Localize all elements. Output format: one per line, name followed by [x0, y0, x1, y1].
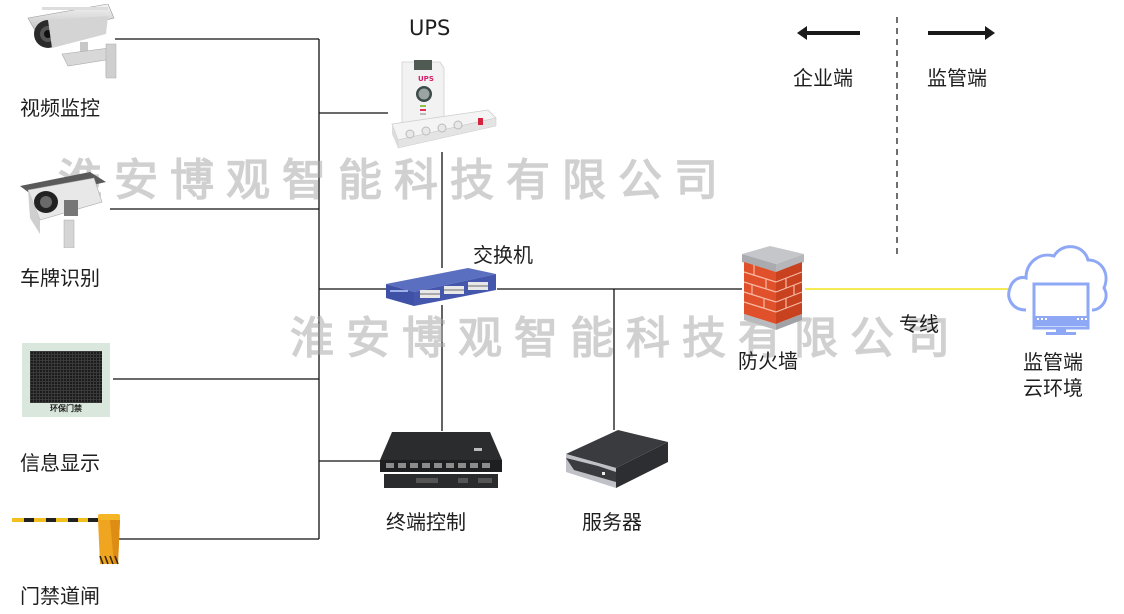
- info-display-label: 信息显示: [20, 451, 100, 475]
- cloud-node[interactable]: [1004, 238, 1112, 338]
- firewall-icon: [742, 246, 804, 330]
- dedicated-line-label: 专线: [899, 312, 939, 336]
- box-camera-icon: [20, 172, 106, 249]
- network-switch-icon: [386, 268, 496, 306]
- arrow-left-icon: [797, 26, 860, 40]
- bullet-camera-icon: [27, 3, 117, 79]
- gate-barrier-node[interactable]: [10, 512, 122, 568]
- arrow-right-icon: [928, 26, 995, 40]
- legend-enterprise-label: 企业端: [793, 66, 853, 90]
- video-surveillance-label: 视频监控: [20, 96, 100, 120]
- switch-node[interactable]: [384, 264, 498, 310]
- cloud-label-line1: 监管端: [1023, 350, 1083, 374]
- barrier-gate-icon: [12, 514, 120, 565]
- terminal-control-label: 终端控制: [386, 510, 466, 534]
- terminal-control-node[interactable]: [378, 430, 502, 492]
- cloud-monitor-icon: [1007, 245, 1108, 335]
- svg-text:UPS: UPS: [418, 75, 434, 83]
- info-display-node[interactable]: 环保门禁: [22, 343, 110, 417]
- terminal-controller-icon: [380, 432, 502, 488]
- server-label: 服务器: [582, 510, 642, 534]
- cloud-label-line2: 云环境: [1023, 376, 1083, 400]
- ups-node[interactable]: UPS: [388, 56, 500, 152]
- legend-regulator-label: 监管端: [927, 66, 987, 90]
- server-icon: [566, 430, 668, 488]
- plate-recognition-label: 车牌识别: [20, 266, 100, 290]
- ups-icon: UPS: [391, 60, 497, 149]
- gate-barrier-label: 门禁道闸: [20, 584, 100, 608]
- plate-recognition-node[interactable]: [18, 172, 108, 249]
- video-surveillance-node[interactable]: [22, 3, 118, 80]
- switch-label: 交换机: [473, 243, 533, 267]
- ups-label: UPS: [409, 16, 451, 40]
- display-caption: 环保门禁: [50, 404, 82, 413]
- led-display-icon: [30, 351, 102, 403]
- firewall-node[interactable]: [740, 244, 806, 330]
- firewall-label: 防火墙: [738, 349, 798, 373]
- server-node[interactable]: [564, 428, 670, 490]
